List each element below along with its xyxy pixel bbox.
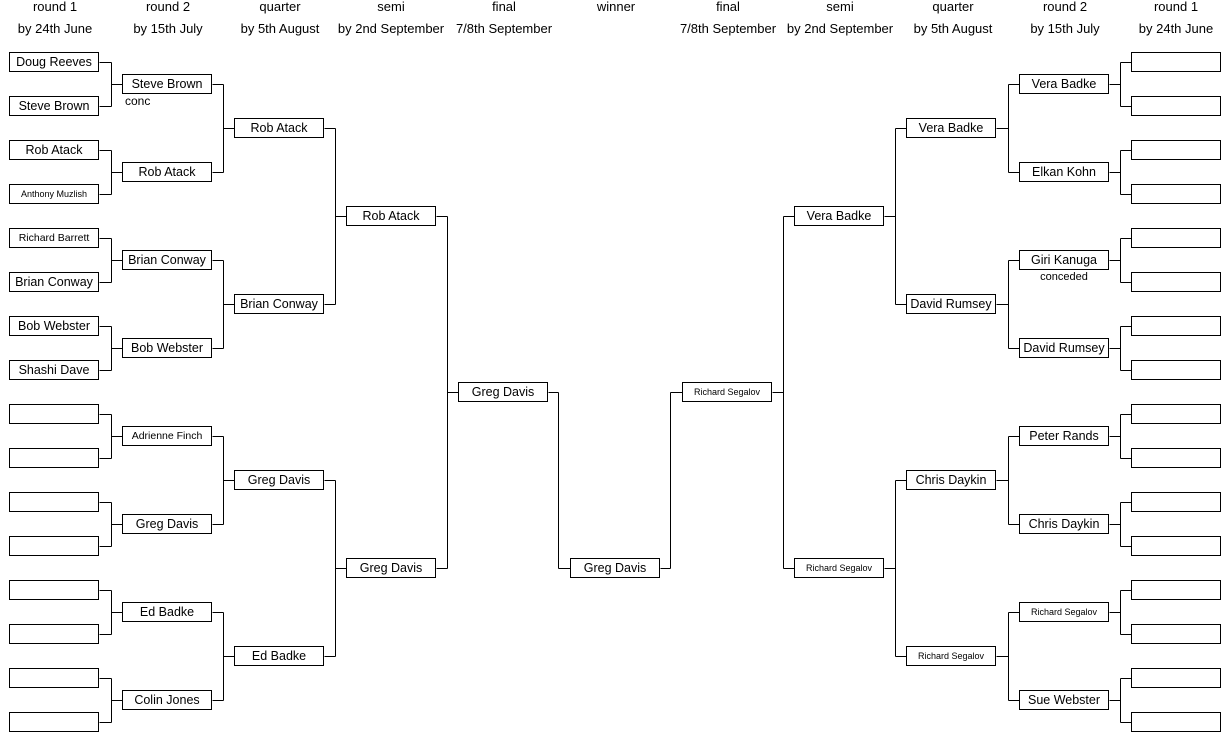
left-r2-note-conc: conc	[125, 94, 151, 108]
left-final-slot: Greg Davis	[458, 382, 548, 402]
left-r1-slot-5: Richard Barrett	[9, 228, 99, 248]
right-r1-slot-16	[1131, 712, 1221, 732]
left-r1-slot-9	[9, 404, 99, 424]
left-r1-slot-6: Brian Conway	[9, 272, 99, 292]
right-r1-slot-15	[1131, 668, 1221, 688]
right-semi-slot-2: Richard Segalov	[794, 558, 884, 578]
right-final-slot: Richard Segalov	[682, 382, 772, 402]
left-quarter-slot-4: Ed Badke	[234, 646, 324, 666]
left-quarter-slot-3: Greg Davis	[234, 470, 324, 490]
right-r1-slot-7	[1131, 316, 1221, 336]
left-r1-slot-8: Shashi Dave	[9, 360, 99, 380]
left-r1-slot-1: Doug Reeves	[9, 52, 99, 72]
left-semi-slot-1: Rob Atack	[346, 206, 436, 226]
left-r1-slot-7: Bob Webster	[9, 316, 99, 336]
right-quarter-slot-4: Richard Segalov	[906, 646, 996, 666]
left-r1-slot-10	[9, 448, 99, 468]
right-r1-slot-9	[1131, 404, 1221, 424]
left-r1-slot-16	[9, 712, 99, 732]
right-r1-slot-12	[1131, 536, 1221, 556]
left-r1-slot-13	[9, 580, 99, 600]
right-r1-slot-5	[1131, 228, 1221, 248]
right-r1-slot-2	[1131, 96, 1221, 116]
right-quarter-slot-1: Vera Badke	[906, 118, 996, 138]
right-r1-slot-8	[1131, 360, 1221, 380]
left-semi-slot-2: Greg Davis	[346, 558, 436, 578]
right-r1-slot-4	[1131, 184, 1221, 204]
right-r1-slot-6	[1131, 272, 1221, 292]
left-quarter-slot-1: Rob Atack	[234, 118, 324, 138]
winner-slot: Greg Davis	[570, 558, 660, 578]
right-quarter-slot-2: David Rumsey	[906, 294, 996, 314]
left-r2-slot-5: Adrienne Finch	[122, 426, 212, 446]
left-r1-slot-3: Rob Atack	[9, 140, 99, 160]
left-quarter-slot-2: Brian Conway	[234, 294, 324, 314]
left-r2-slot-1: Steve Brown	[122, 74, 212, 94]
right-r2-slot-3: Giri Kanuga	[1019, 250, 1109, 270]
left-r1-slot-12	[9, 536, 99, 556]
right-r1-slot-3	[1131, 140, 1221, 160]
right-r1-slot-13	[1131, 580, 1221, 600]
right-r1-slot-1	[1131, 52, 1221, 72]
left-r1-slot-14	[9, 624, 99, 644]
left-r2-slot-3: Brian Conway	[122, 250, 212, 270]
left-r1-slot-2: Steve Brown	[9, 96, 99, 116]
right-r2-note-conceded: conceded	[1040, 271, 1088, 283]
right-semi-slot-1: Vera Badke	[794, 206, 884, 226]
right-r2-slot-8: Sue Webster	[1019, 690, 1109, 710]
right-r1-slot-14	[1131, 624, 1221, 644]
left-r1-slot-4: Anthony Muzlish	[9, 184, 99, 204]
left-r2-slot-6: Greg Davis	[122, 514, 212, 534]
right-r1-slot-10	[1131, 448, 1221, 468]
right-r2-slot-6: Chris Daykin	[1019, 514, 1109, 534]
left-r2-slot-4: Bob Webster	[122, 338, 212, 358]
left-r1-slot-11	[9, 492, 99, 512]
right-r2-slot-2: Elkan Kohn	[1019, 162, 1109, 182]
header-winner: winner	[596, 0, 636, 14]
left-r1-slot-15	[9, 668, 99, 688]
right-r2-slot-1: Vera Badke	[1019, 74, 1109, 94]
left-r2-slot-8: Colin Jones	[122, 690, 212, 710]
right-quarter-slot-3: Chris Daykin	[906, 470, 996, 490]
right-r2-slot-7: Richard Segalov	[1019, 602, 1109, 622]
left-r2-slot-2: Rob Atack	[122, 162, 212, 182]
right-r2-slot-4: David Rumsey	[1019, 338, 1109, 358]
right-r2-slot-5: Peter Rands	[1019, 426, 1109, 446]
right-r1-slot-11	[1131, 492, 1221, 512]
left-r2-slot-7: Ed Badke	[122, 602, 212, 622]
